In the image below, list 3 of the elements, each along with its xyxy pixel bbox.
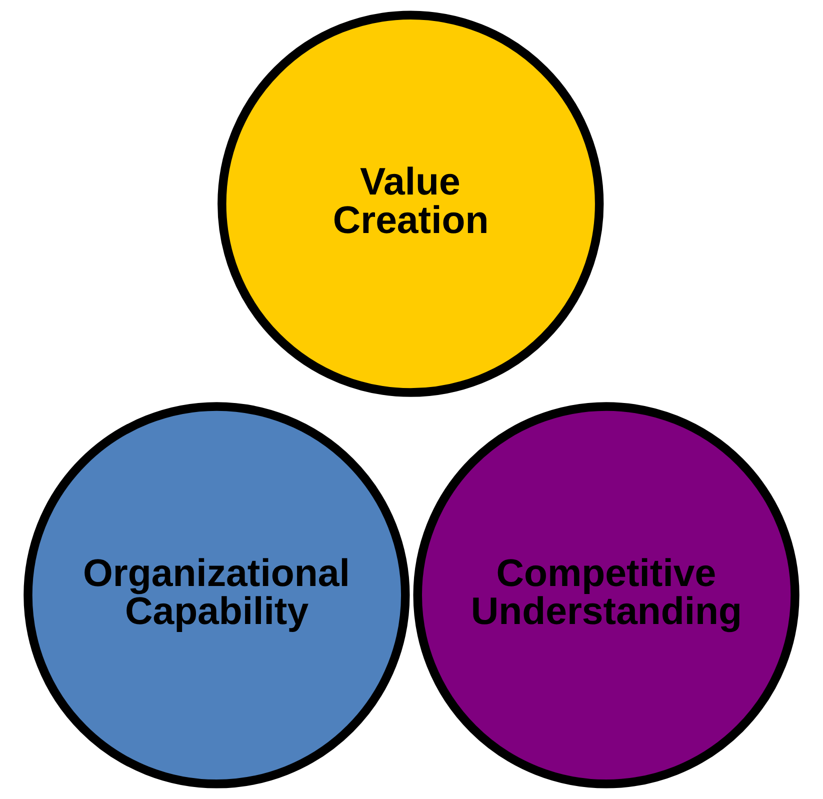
node-circle: Organizational Capability [24,402,410,788]
node-circle: Value Creation [218,10,604,397]
node-circle: Competitive Understanding [413,402,800,788]
